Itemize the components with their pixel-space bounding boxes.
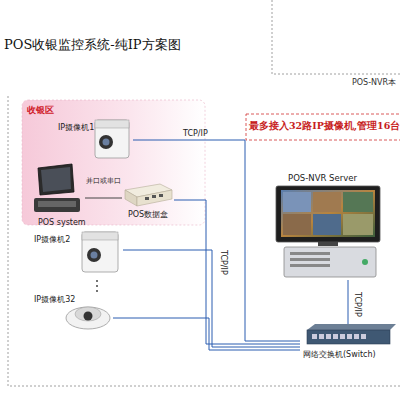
server-node: POS-NVR Server [272, 172, 384, 280]
region-label: POS-NVR本 [352, 77, 396, 88]
pos-data-box [125, 184, 172, 206]
pos-node: POS system [30, 162, 85, 230]
node-label: IP摄像机32 [34, 294, 75, 305]
camera-node: IP摄像机32 [33, 294, 113, 334]
edge-label: TCP/IP [353, 292, 362, 317]
box-camera [95, 120, 129, 158]
callout-note: 最多接入32路IP摄像机,管理16台 [249, 120, 400, 133]
node-label: POS system [38, 218, 86, 227]
ellipsis-dot [96, 290, 98, 292]
dome-camera [66, 307, 110, 329]
system-border [8, 96, 400, 386]
pos-terminal [34, 164, 80, 212]
switch-node: 网络交换机(Switch) [300, 322, 396, 364]
network-cable [113, 318, 300, 350]
node-label: POS-NVR Server [288, 173, 357, 183]
edge-label: TCP/IP [183, 129, 208, 138]
network-cable [174, 200, 300, 344]
network-cable [348, 280, 349, 324]
ellipsis-dot [96, 280, 98, 282]
box-camera [82, 232, 118, 272]
databox-node: POS数据盒 [122, 182, 174, 222]
node-label: IP摄像机1 [58, 122, 94, 133]
diagram-title: POS收银监控系统-纯IP方案图 [4, 36, 181, 54]
network-cable [123, 250, 300, 347]
zone-region: 收银区 IP摄像机1POS system POS数据盒 [22, 100, 205, 225]
node-label: 网络交换机(Switch) [303, 349, 376, 360]
callout-border [246, 114, 400, 140]
edge-label: TCP/IP [219, 250, 228, 275]
network-cable [133, 140, 300, 341]
ellipsis-dot [96, 285, 98, 287]
node-label: IP摄像机2 [34, 234, 70, 245]
network-cable [85, 198, 122, 199]
zone-background [22, 100, 205, 225]
camera-node: IP摄像机2 [33, 228, 123, 276]
nvr-server [276, 186, 380, 277]
edge-label: 并口或串口 [86, 176, 121, 186]
node-label: 收银区 [27, 104, 54, 117]
camera-node: IP摄像机1 [56, 114, 133, 162]
network-switch [307, 324, 396, 344]
node-label: POS数据盒 [128, 209, 168, 220]
system-border [272, 0, 400, 74]
